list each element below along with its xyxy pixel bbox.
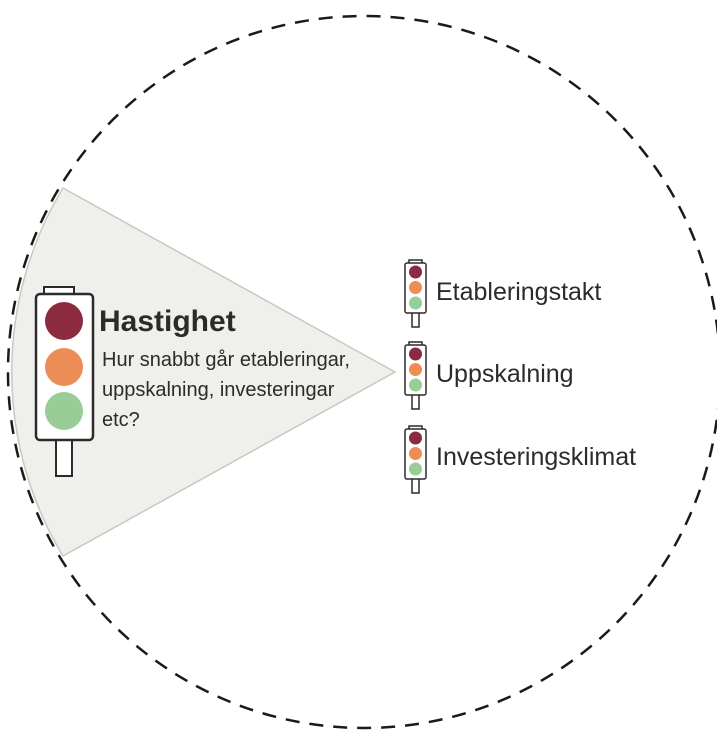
- traffic-light-small-icon: [404, 341, 427, 410]
- item-label-investeringsklimat: Investeringsklimat: [436, 443, 636, 471]
- main-description-line-1: Hur snabbt går etableringar,: [102, 349, 350, 371]
- main-title: Hastighet: [99, 305, 236, 338]
- highlighted-sector: [11, 186, 397, 558]
- item-label-etableringstakt: Etableringstakt: [436, 278, 601, 306]
- dashed-circle-boundary: [6, 14, 717, 730]
- traffic-light-large-icon: [34, 286, 95, 477]
- item-label-uppskalning: Uppskalning: [436, 360, 574, 388]
- main-description-line-3: etc?: [102, 409, 140, 431]
- green-light-icon: [45, 392, 83, 430]
- red-light-icon: [45, 302, 83, 340]
- orange-light-icon: [45, 348, 83, 386]
- traffic-light-small-icon: [404, 425, 427, 494]
- main-description-line-2: uppskalning, investeringar: [102, 379, 335, 401]
- traffic-light-small-icon: [404, 259, 427, 328]
